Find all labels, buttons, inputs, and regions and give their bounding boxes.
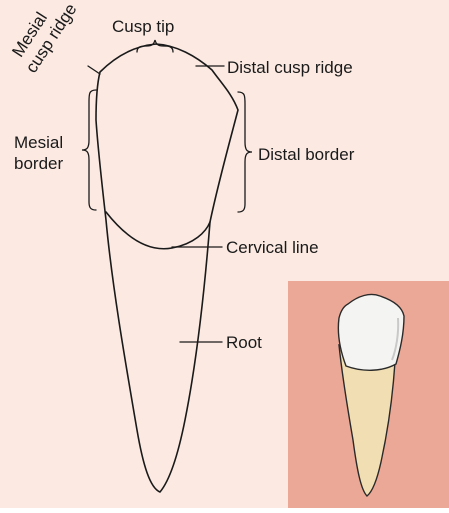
label-distal-cusp-ridge: Distal cusp ridge xyxy=(227,58,353,77)
tooth-illustration-inset xyxy=(288,281,449,508)
label-cusp-tip: Cusp tip xyxy=(112,17,174,36)
label-cervical-line: Cervical line xyxy=(226,238,319,257)
label-root: Root xyxy=(226,333,262,352)
label-mesial-border-line1: Mesial xyxy=(14,133,63,152)
inset-crown xyxy=(338,294,404,370)
label-distal-border: Distal border xyxy=(258,145,355,164)
label-mesial-border-line2: border xyxy=(14,154,63,173)
